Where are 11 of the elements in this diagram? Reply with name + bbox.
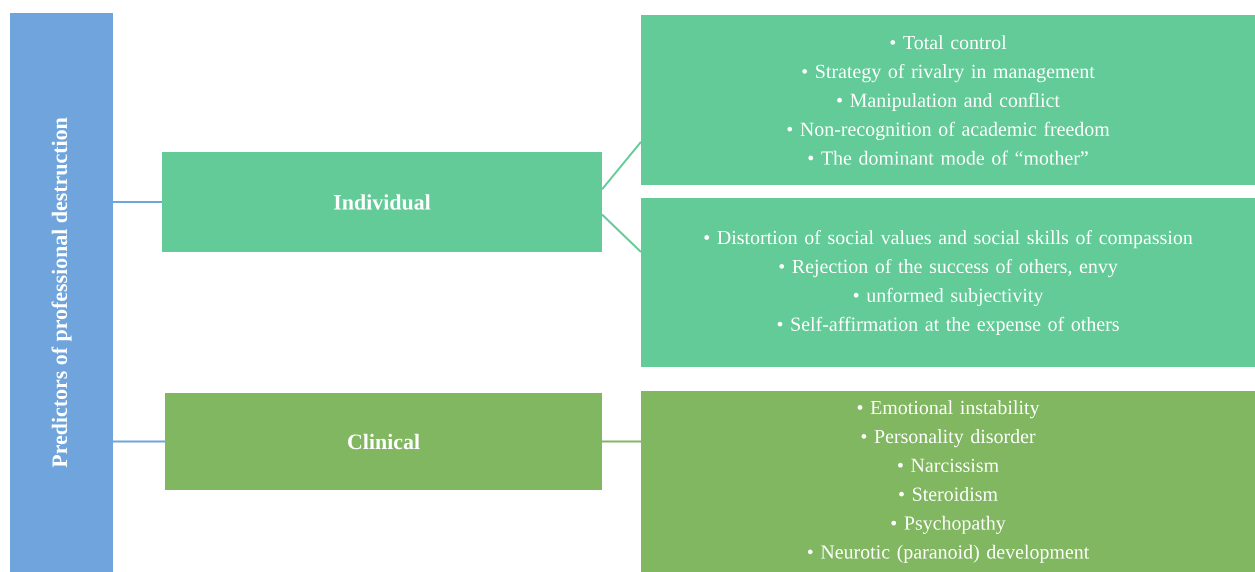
category-box: Individual bbox=[162, 152, 602, 252]
category-box: Clinical bbox=[165, 393, 602, 490]
list-box: • Total control • Strategy of rivalry in management • Manipulation and conflict • Non-recognition of academic freedom • The dominant mode of “mother” bbox=[641, 15, 1255, 185]
connector-line bbox=[112, 440, 166, 443]
title-bar: Predictors of professional destruction bbox=[10, 13, 113, 572]
connector-line bbox=[601, 141, 642, 191]
connector-line bbox=[601, 213, 642, 253]
connector-line bbox=[601, 440, 642, 443]
connector-line bbox=[112, 201, 163, 203]
list-box: • Emotional instability • Personality disorder • Narcissism • Steroidism • Psychopathy • Neurotic (paranoid) development bbox=[641, 391, 1255, 572]
list-box: • Distortion of social values and social skills of compassion • Rejection of the success of others, envy • unformed subjectivity • Self-affirmation at the expense of others bbox=[641, 198, 1255, 367]
